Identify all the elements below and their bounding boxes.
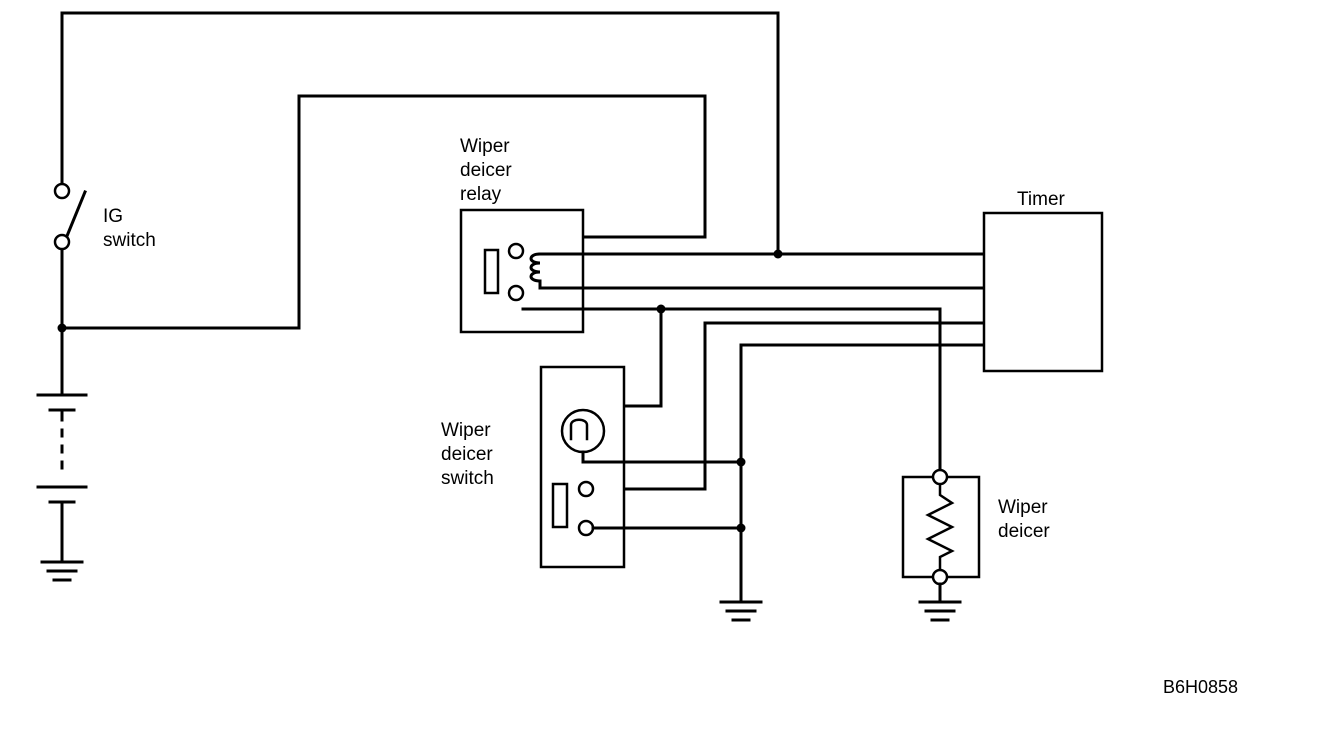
switch-lamp — [560, 408, 606, 454]
relay-contact — [483, 248, 500, 295]
deicer-terminal-top — [931, 468, 949, 486]
switch-contact — [551, 482, 569, 529]
ground-left — [40, 560, 84, 582]
ig-switch-terminal-bottom — [53, 233, 71, 251]
ig-switch-blade — [65, 190, 87, 238]
junction-timer-feed — [773, 249, 783, 259]
battery-symbol — [36, 393, 88, 564]
wire-ig-to-timer-top — [60, 11, 780, 256]
wire-relay-coil-bottom — [538, 279, 986, 290]
ground-middle — [719, 600, 763, 622]
switch-box — [539, 365, 626, 569]
wire-battery-to-relay — [60, 94, 707, 330]
deicer-resistor — [925, 482, 955, 573]
switch-terminal-top — [577, 480, 595, 498]
switch-terminal-bottom — [577, 519, 595, 537]
relay-coil — [529, 252, 542, 283]
relay-terminal-bottom — [507, 284, 525, 302]
switch-lamp-filament — [569, 418, 589, 441]
timer-label: Timer — [1017, 189, 1065, 210]
relay-terminal-top — [507, 242, 525, 260]
junction-switch-ground — [736, 523, 746, 533]
figure-code: B6H0858 — [1163, 677, 1239, 697]
ig-switch-terminal-top — [53, 182, 71, 200]
ground-right — [918, 600, 962, 622]
wire-timer-switch — [591, 321, 986, 491]
junction-lamp-ground — [736, 457, 746, 467]
wire-timer-ground — [739, 343, 986, 604]
timer-box — [982, 211, 1104, 373]
relay-box — [459, 208, 585, 334]
junction-battery — [57, 323, 67, 333]
deicer-terminal-bottom — [931, 568, 949, 586]
wire-lamp-to-ground — [581, 450, 743, 464]
